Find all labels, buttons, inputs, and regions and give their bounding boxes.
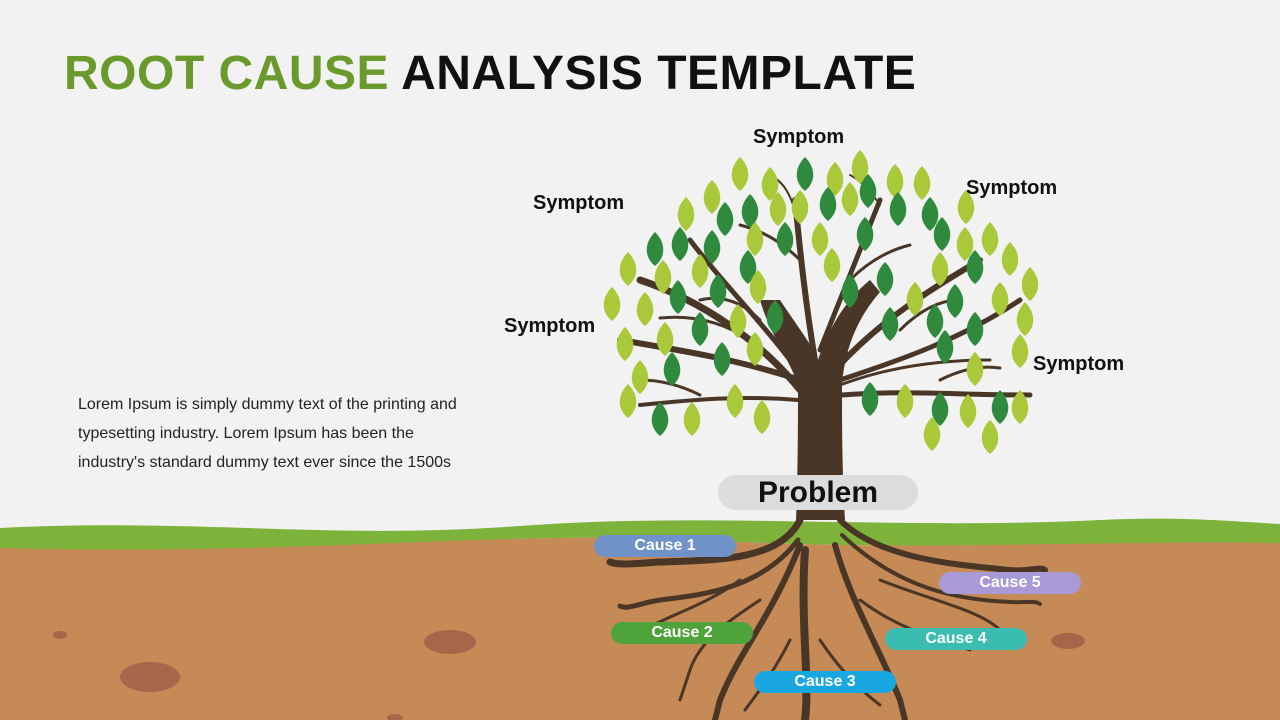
title-accent: ROOT CAUSE <box>64 47 390 100</box>
cause-label-5: Cause 5 <box>939 572 1081 594</box>
grass-band <box>0 518 1280 551</box>
symptom-label-right: Symptom <box>1033 353 1125 375</box>
symptom-label-left: Symptom <box>504 315 596 337</box>
cause-label-2: Cause 2 <box>611 622 753 644</box>
trunk <box>760 280 880 520</box>
roots <box>606 516 1048 720</box>
cause-label-4: Cause 4 <box>885 628 1027 650</box>
problem-label: Problem <box>718 475 918 510</box>
symptom-label-top: Symptom <box>753 126 845 148</box>
stone <box>120 662 180 692</box>
stone <box>424 630 476 654</box>
cause-label-1: Cause 1 <box>594 535 736 557</box>
stone <box>1051 633 1085 649</box>
page-title: ROOT CAUSE ANALYSIS TEMPLATE <box>64 46 916 101</box>
description-text: Lorem Ipsum is simply dummy text of the … <box>78 396 457 471</box>
stone <box>53 631 67 639</box>
symptom-label-upper-right: Symptom <box>966 177 1058 199</box>
title-rest: ANALYSIS TEMPLATE <box>401 47 917 100</box>
cause-label-3: Cause 3 <box>754 671 896 693</box>
symptom-label-upper-left: Symptom <box>533 192 625 214</box>
stone <box>387 714 403 720</box>
